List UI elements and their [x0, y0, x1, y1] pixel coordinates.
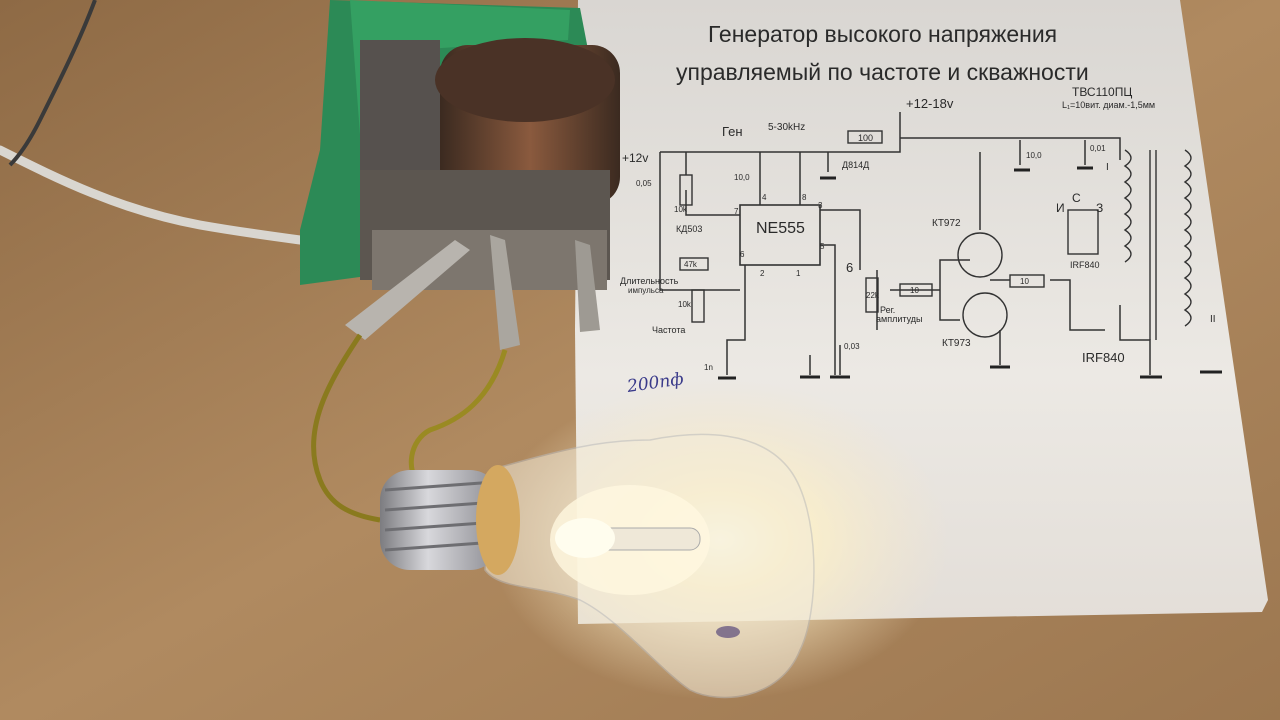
label-pin-z: З — [1096, 201, 1103, 215]
label-pin-5: 5 — [820, 242, 825, 251]
label-pin-8: 8 — [802, 193, 807, 202]
label-r100: 100 — [858, 133, 873, 143]
light-bulb — [380, 433, 815, 699]
label-r22k: 22k — [866, 291, 880, 300]
label-pin-1: 1 — [796, 269, 801, 278]
schematic-wires — [659, 112, 1151, 375]
label-amp-1: Рег. — [880, 305, 895, 315]
label-pin-c: С — [1072, 191, 1081, 205]
dark-cable — [8, 0, 97, 167]
transformer-coils — [1123, 149, 1192, 340]
label-supply-12-18: +12-18v — [906, 96, 954, 111]
label-coil-1: I — [1106, 162, 1109, 173]
label-pin-2: 2 — [760, 269, 765, 278]
label-r10k-a: 10k — [674, 205, 688, 214]
label-winding-note: L₁=10вит. диам.-1,5мм — [1062, 100, 1155, 110]
sheet-title-line1: Генератор высокого напряжения — [708, 21, 1057, 47]
label-amp-2: амплитуды — [876, 314, 923, 324]
label-r47k: 47k — [684, 260, 698, 269]
label-c1n: 1n — [704, 363, 713, 372]
label-pin-7: 7 — [734, 207, 739, 216]
label-kt973: КТ973 — [942, 338, 971, 349]
alligator-clips — [345, 235, 600, 350]
label-gen: Ген — [722, 124, 743, 139]
label-irf840: IRF840 — [1082, 350, 1125, 365]
ground-symbols — [718, 166, 1222, 380]
label-supply-12: +12v — [622, 151, 648, 165]
label-six: 6 — [846, 260, 853, 275]
label-ne555: NE555 — [756, 220, 805, 237]
label-kt972: КТ972 — [932, 218, 961, 229]
label-coil-2: II — [1210, 314, 1216, 325]
label-frequency: Частота — [652, 325, 685, 335]
flyback-transformer — [300, 0, 620, 290]
label-transformer: ТВС110ПЦ — [1072, 85, 1132, 99]
label-pin-4: 4 — [762, 193, 767, 202]
label-pulse-width-2: импульса — [628, 286, 664, 295]
label-irf840-pkg: IRF840 — [1070, 260, 1100, 270]
label-gen-freq: 5-30kHz — [768, 122, 805, 133]
label-pulse-width-1: Длительность — [620, 276, 679, 286]
white-cable — [0, 145, 305, 245]
label-r10k-b: 10k — [678, 300, 692, 309]
label-r10-b: 10 — [1020, 277, 1029, 286]
label-r10-a: 10 — [910, 286, 919, 295]
wire-to-lamp-1 — [311, 333, 381, 523]
label-pin-3: 3 — [818, 201, 823, 210]
label-c003: 0,03 — [844, 342, 860, 351]
label-c005: 0,05 — [636, 179, 652, 188]
sheet-title-line2: управляемый по частоте и скважности — [676, 59, 1089, 85]
resistor-symbols — [679, 130, 1045, 323]
label-zener: Д814Д — [842, 160, 869, 170]
label-pin-6: 6 — [740, 250, 745, 259]
label-c10a: 10,0 — [734, 173, 750, 182]
ne555-chip — [739, 204, 821, 266]
label-c10b: 10,0 — [1026, 151, 1042, 160]
label-c001: 0,01 — [1090, 144, 1106, 153]
label-kd503: КД503 — [676, 224, 702, 234]
wire-to-lamp-2 — [408, 349, 508, 487]
label-pin-i: И — [1056, 201, 1065, 215]
transistor-symbols — [957, 209, 1099, 338]
